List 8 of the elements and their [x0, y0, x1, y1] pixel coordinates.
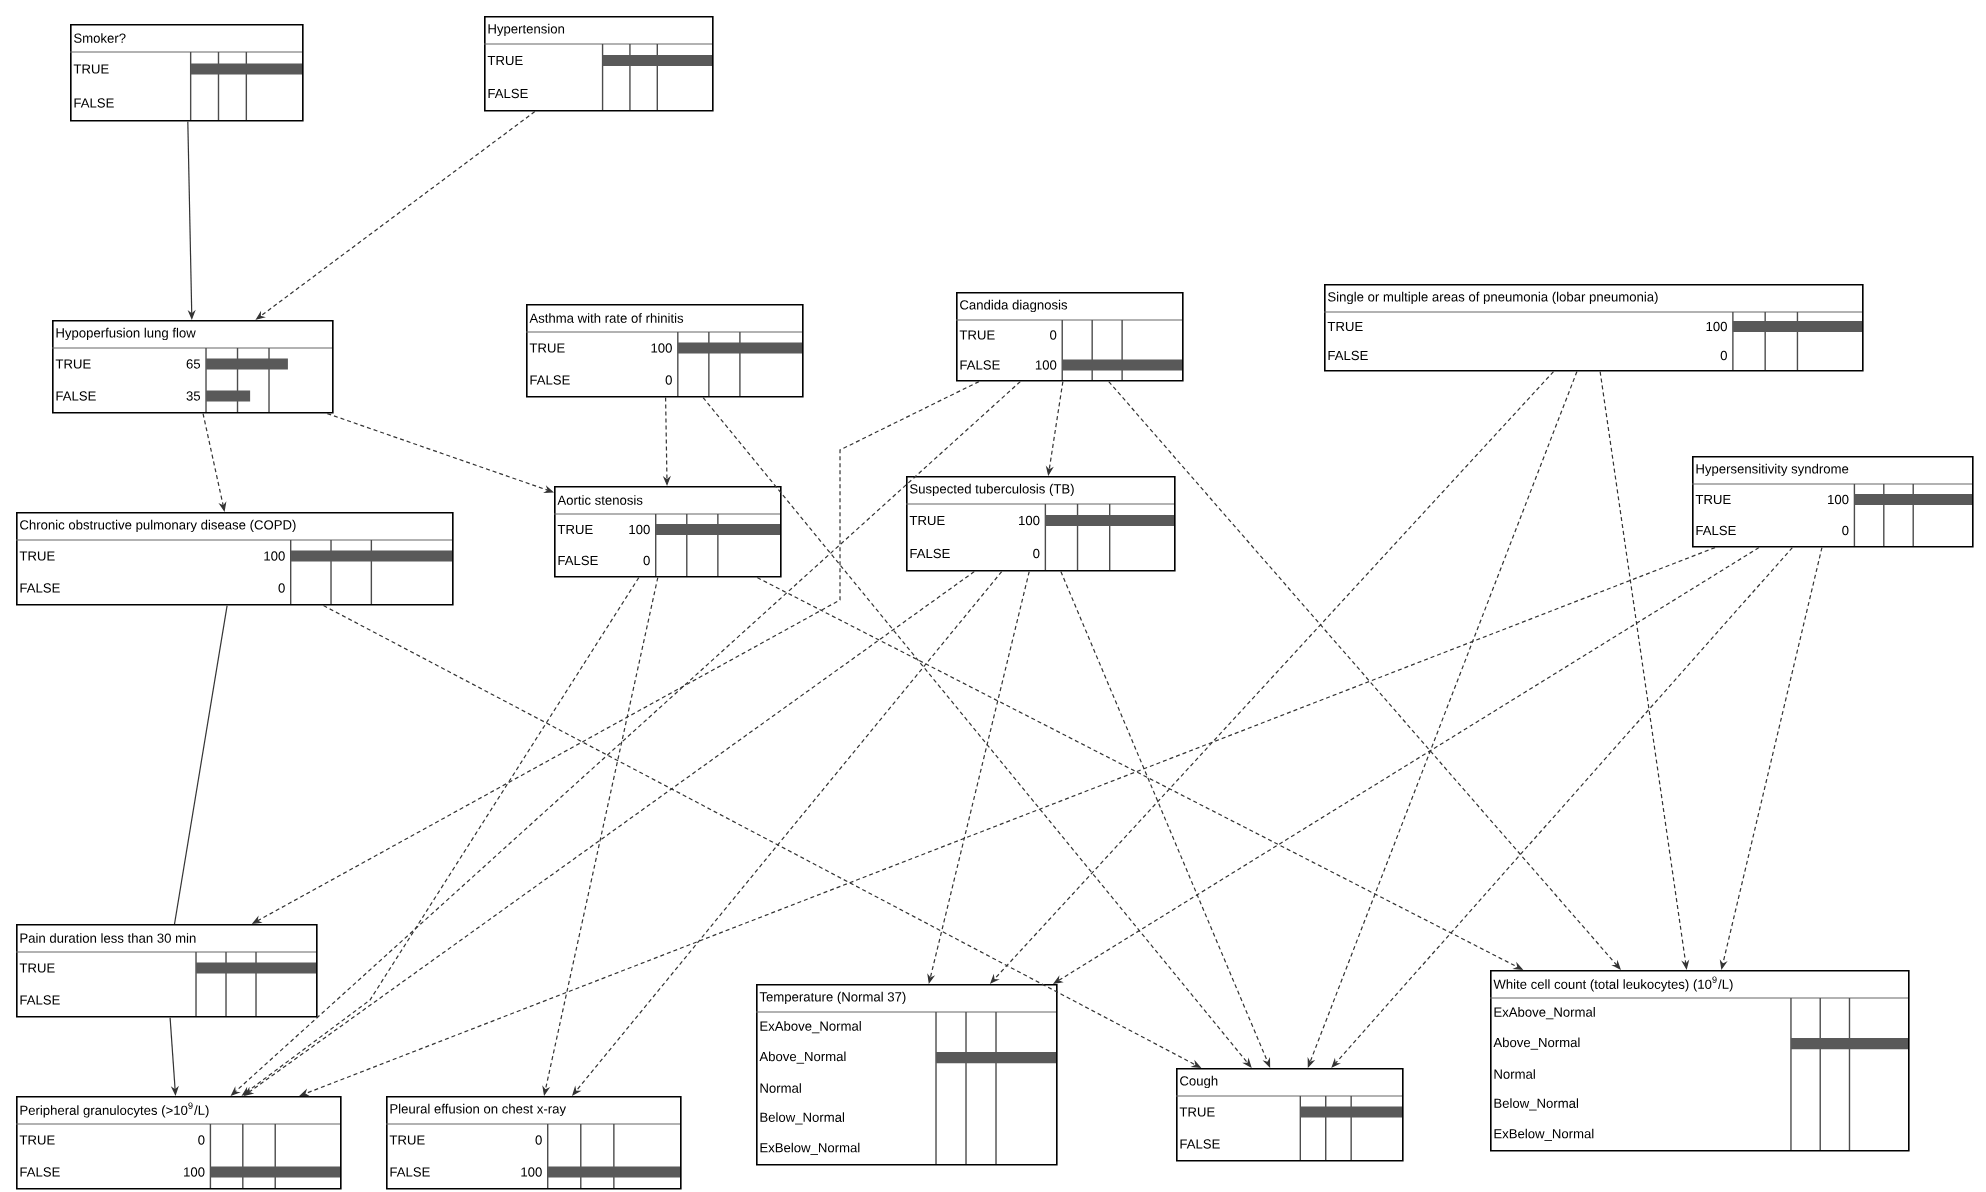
arrow	[702, 397, 1252, 1068]
arrow	[1331, 547, 1793, 1068]
arrow	[1108, 381, 1621, 970]
arrow	[1307, 371, 1578, 1068]
arrow	[326, 413, 554, 493]
arrow	[1060, 571, 1271, 1068]
arrow	[572, 571, 1003, 1096]
arrow	[1053, 547, 1760, 984]
